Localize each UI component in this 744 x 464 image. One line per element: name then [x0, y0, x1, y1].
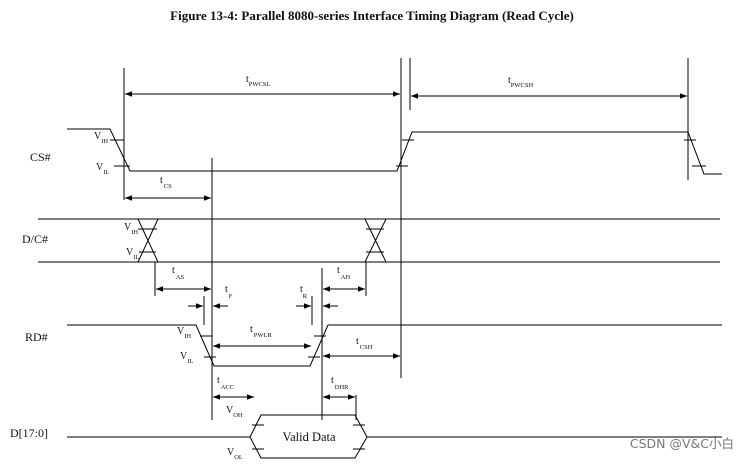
- dc-transition-a2: [137, 218, 159, 263]
- figure-title: Figure 13-4: Parallel 8080-series Interf…: [170, 8, 574, 23]
- label-tah: tAH: [337, 265, 350, 281]
- signal-label-data: D[17:0]: [10, 426, 48, 440]
- label-tcsh: tCSH: [356, 336, 373, 351]
- valid-data-label: Valid Data: [282, 430, 336, 444]
- label-cs-vih: VIH: [94, 131, 108, 145]
- label-data-vol: VOL: [227, 447, 243, 461]
- cs-waveform: [67, 128, 722, 175]
- watermark: CSDN @V&C小白: [630, 436, 734, 451]
- label-tpwcsh: tPWCSH: [508, 75, 533, 89]
- label-cs-vil: VIL: [96, 162, 109, 176]
- dc-transition-b2: [364, 218, 387, 263]
- signal-label-rd: RD#: [25, 330, 48, 344]
- label-tpwcsl: tPWCSL: [246, 74, 270, 88]
- label-data-voh: VOH: [226, 405, 243, 419]
- signal-label-cs: CS#: [30, 150, 51, 164]
- label-tdhr: tDHR: [331, 375, 349, 391]
- label-tf: tF: [225, 284, 233, 300]
- label-tcs: tCS: [160, 175, 172, 190]
- signal-label-dc: D/C#: [22, 232, 48, 246]
- rd-waveform: [67, 324, 722, 367]
- label-tr: tR: [300, 284, 308, 300]
- label-dc-vih: VIH: [124, 222, 138, 236]
- label-tas: tAS: [172, 265, 184, 281]
- label-dc-vil: VIL: [126, 247, 139, 261]
- label-tpwlr: tPWLR: [250, 324, 273, 339]
- label-rd-vil: VIL: [180, 351, 193, 365]
- label-tacc: tACC: [217, 375, 234, 391]
- label-rd-vih: VIH: [177, 326, 191, 340]
